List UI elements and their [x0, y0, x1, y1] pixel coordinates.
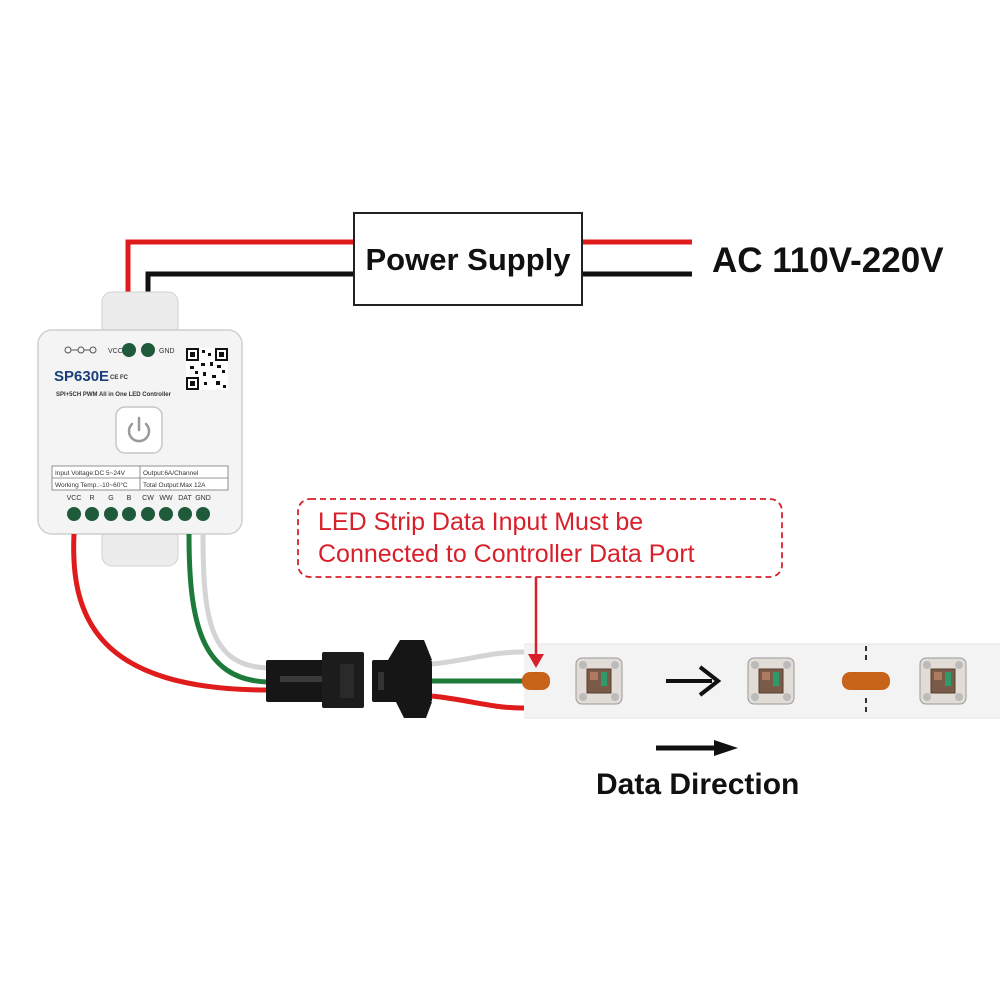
output-white-wire: [200, 533, 269, 671]
note-box: [297, 498, 783, 578]
data-direction-label: Data Direction: [596, 768, 799, 801]
led-chip: [575, 657, 623, 705]
controller-subtitle: SPI+5CH PWM All in One LED Controller: [56, 392, 172, 398]
terminal-label-gnd-top: GND: [159, 348, 175, 355]
terminal-dat: [178, 507, 192, 521]
terminal-b: [122, 507, 136, 521]
strip-white-wire: [431, 649, 525, 667]
terminal-label-ww: WW: [159, 495, 173, 502]
note-pointer-arrow-icon: [528, 577, 544, 668]
output-wires: [71, 533, 269, 693]
terminal-label-g: G: [108, 495, 113, 502]
controller-model: SP630E: [54, 368, 109, 385]
data-input-solder-pad: [522, 672, 550, 690]
terminal-label-vcc: VCC: [67, 495, 82, 502]
terminal-vcc: [67, 507, 81, 521]
output-terminals: [67, 507, 210, 521]
power-supply-label: Power Supply: [366, 242, 572, 277]
terminal-label-b: B: [127, 495, 132, 502]
terminal-gnd-input: [141, 343, 155, 357]
power-button[interactable]: [115, 406, 163, 454]
data-direction-indicator: Data Direction: [596, 740, 799, 801]
terminal-label-vcc-top: VCC: [108, 348, 123, 355]
terminal-label-cw: CW: [142, 495, 154, 502]
connector-male: [372, 640, 432, 718]
dc-jack-icon: [64, 346, 97, 354]
right-arrow-icon: [656, 740, 738, 756]
spec-table: Input Voltage:DC 5~24V Output:6A/Channel…: [51, 465, 229, 491]
spec-working-temp: Working Temp.:-10~60°C: [55, 481, 128, 489]
terminal-gnd: [196, 507, 210, 521]
terminal-r: [85, 507, 99, 521]
spec-output-channel: Output:6A/Channel: [143, 470, 199, 477]
strip-arrow-icon: [666, 665, 722, 697]
note-line-1: LED Strip Data Input Must be: [318, 508, 643, 536]
terminal-cw: [141, 507, 155, 521]
output-terminal-labels: VCC R G B CW WW DAT GND: [67, 495, 211, 502]
connector-female: [266, 652, 364, 708]
qr-code-icon: [186, 348, 228, 390]
controller: VCC GND SP630E CE FC SPI+5CH PWM All in …: [37, 291, 243, 567]
led-strip: [522, 643, 1000, 719]
terminal-label-dat: DAT: [178, 495, 192, 502]
ac-mains-label: AC 110V-220V: [712, 241, 944, 280]
led-chip: [919, 657, 967, 705]
terminal-g: [104, 507, 118, 521]
output-green-wire: [186, 533, 269, 685]
output-red-wire: [71, 533, 269, 693]
data-port-note: LED Strip Data Input Must be Connected t…: [297, 498, 783, 668]
note-line-2: Connected to Controller Data Port: [318, 540, 695, 568]
spec-input-voltage: Input Voltage:DC 5~24V: [55, 470, 126, 477]
terminal-label-gnd: GND: [195, 495, 211, 502]
solder-pad-mid: [842, 672, 890, 690]
terminal-label-r: R: [89, 495, 94, 502]
led-chip: [747, 657, 795, 705]
terminal-ww: [159, 507, 173, 521]
strip-input-wires: [431, 649, 528, 711]
jst-connector: [266, 640, 432, 718]
certification-marks: CE FC: [110, 375, 129, 381]
strip-red-wire: [431, 693, 525, 711]
power-icon: [127, 416, 151, 443]
terminal-vcc-input: [122, 343, 136, 357]
psu-dc-black-wire: [145, 271, 356, 330]
power-supply-box: [353, 212, 583, 306]
spec-total-output: Total Output:Max 12A: [143, 482, 206, 489]
power-supply: Power Supply: [353, 212, 583, 306]
